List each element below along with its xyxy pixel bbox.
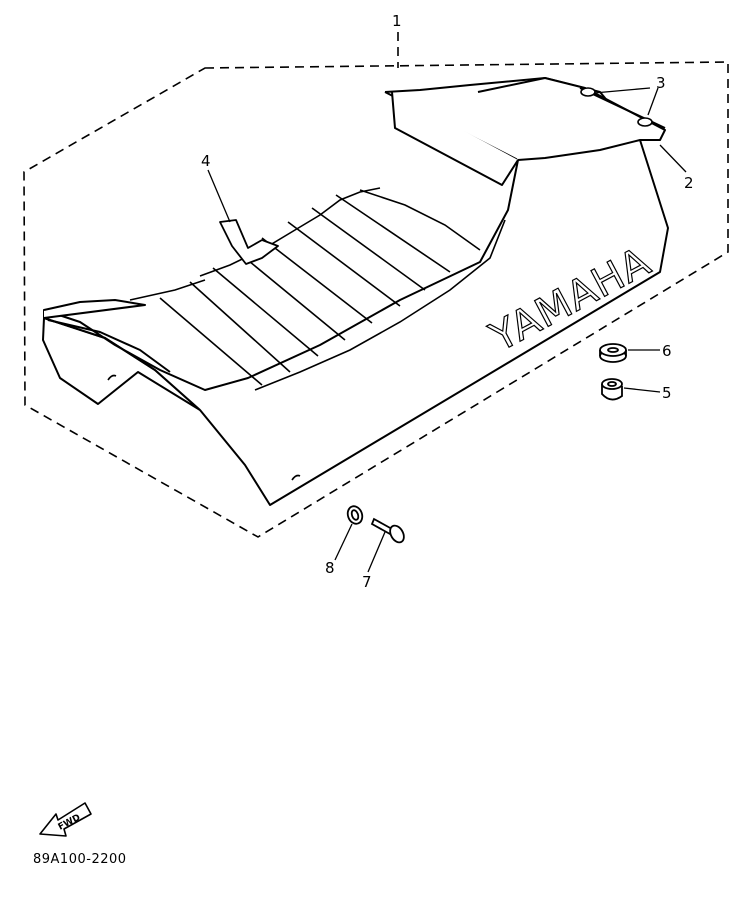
seat-assembly <box>42 77 669 506</box>
callout-1: 1 <box>392 12 402 30</box>
callout-5: 5 <box>662 384 672 402</box>
callout-3: 3 <box>656 74 666 92</box>
part-8-washer <box>346 505 364 525</box>
part-7-bolt <box>370 517 405 544</box>
callout-8: 8 <box>325 559 335 577</box>
seat-strap <box>219 219 279 265</box>
callout-2: 2 <box>684 174 694 192</box>
catalog-code: 89A100-2200 <box>33 852 127 867</box>
assembly-boundary <box>23 61 729 538</box>
callout-7: 7 <box>362 573 372 591</box>
callout-6: 6 <box>662 342 672 360</box>
part-6-grommet <box>599 343 627 363</box>
seat-pleats <box>129 187 506 391</box>
forward-direction-arrow: FWD <box>39 802 92 837</box>
tail-bolts <box>580 87 653 127</box>
callout-4: 4 <box>201 152 211 170</box>
leader-lines <box>207 87 687 573</box>
part-5-damper <box>601 378 623 401</box>
mounting-holes <box>107 374 301 481</box>
